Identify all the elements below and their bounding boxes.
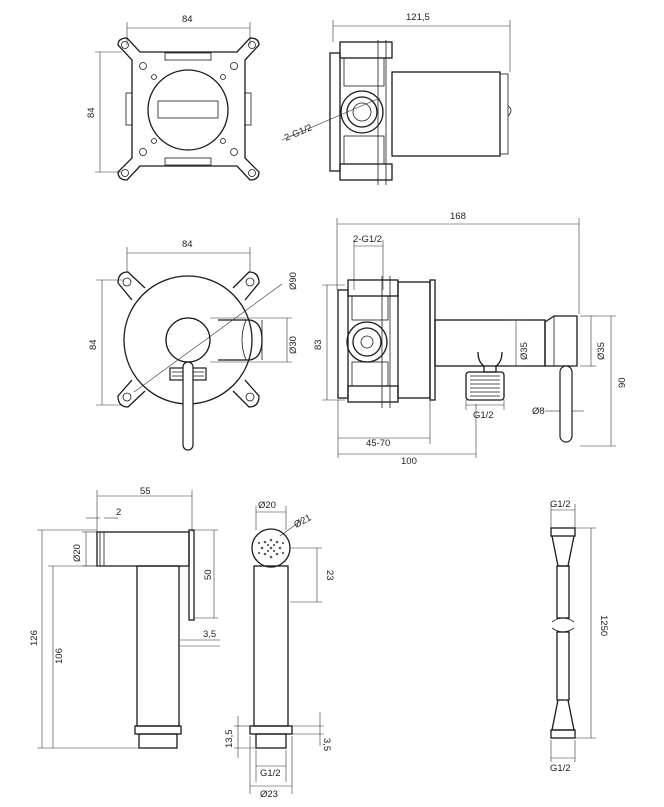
shower-side-total-height-label: 126 [29,630,40,646]
top-front-width-label: 84 [182,14,193,25]
shower-side-head-dia-label: Ø20 [72,544,83,562]
shower-front-top-dia-label: Ø20 [258,500,276,511]
mid-side-depth-label: 100 [401,456,417,467]
mid-side-lever-dia-label: Ø8 [532,406,545,417]
mid-side-holder-dia-label: Ø35 [596,342,607,360]
hose-length-label: 1250 [598,615,609,636]
view-top-side: 121,5 2-G1/2 [281,12,512,185]
mid-side-spout-dia-label: Ø35 [519,342,530,360]
mid-front-height-label: 84 [88,339,99,350]
shower-side-gap-label: 3,5 [203,629,216,640]
shower-side-offset-label: 2 [116,507,121,518]
view-top-front: 84 84 [86,14,260,181]
shower-front-base-gap-label: 3,5 [321,738,332,751]
view-mid-front: 84 84 Ø90 Ø30 [88,239,299,451]
mid-side-height-label: 83 [313,339,324,350]
mid-side-outlet-thread-label: G1/2 [473,410,494,421]
top-front-height-label: 84 [86,107,97,118]
view-shower-front: Ø20 Ø21 23 [224,500,335,800]
mid-front-knob-dia-label: Ø30 [288,336,299,354]
view-shower-side: 55 2 Ø20 50 3,5 126 106 [29,486,220,749]
view-hose: G1/2 1250 G1/2 [550,499,609,774]
hose-bottom-thread-label: G1/2 [550,763,571,774]
shower-front-base-height-label: 13,5 [224,730,235,749]
shower-front-base-dia-label: Ø23 [260,789,278,800]
hose-top-thread-label: G1/2 [550,499,571,510]
mid-side-overall-label: 168 [450,211,466,222]
mid-front-plate-dia-label: Ø90 [288,272,299,290]
shower-front-face-dia-label: Ø21 [292,513,313,531]
mid-front-width-label: 84 [182,239,193,250]
shower-front-thread-label: G1/2 [260,768,281,779]
mid-side-thread-label: 2-G1/2 [353,234,382,245]
shower-side-body-height-label: 106 [54,648,65,664]
mid-side-holder-height-label: 90 [617,377,628,388]
shower-side-head-len-label: 50 [203,569,214,580]
view-mid-side: 168 2-G1/2 83 [313,211,628,467]
mid-side-depth-range-label: 45-70 [366,438,390,449]
top-side-thread-label: 2-G1/2 [283,122,314,143]
shower-side-length-label: 55 [140,486,151,497]
shower-nozzle-dots [257,538,285,559]
shower-front-face-height-label: 23 [324,570,335,581]
top-side-length-label: 121,5 [406,12,430,23]
